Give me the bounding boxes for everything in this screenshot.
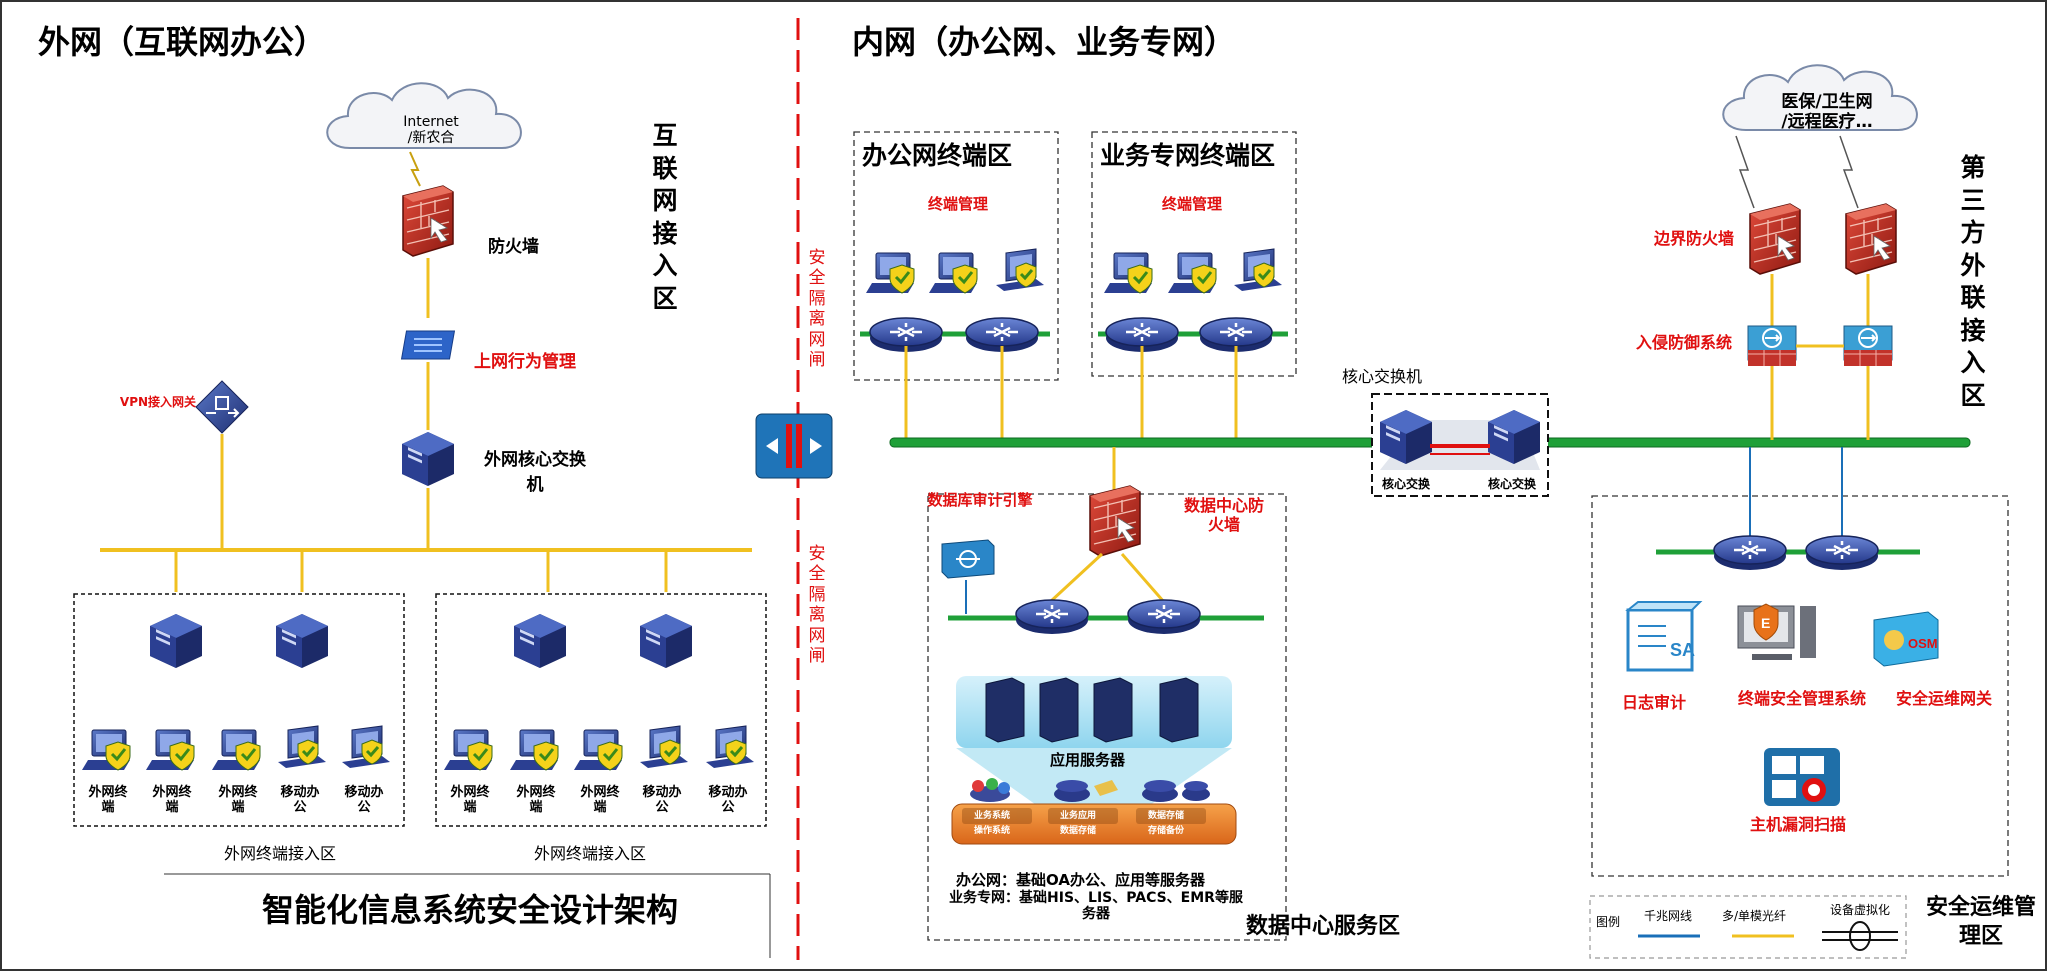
log-audit-label: 日志审计 <box>1622 693 1687 712</box>
terminal-label: 移动办公 <box>280 785 320 815</box>
svg-text:OSM: OSM <box>1908 636 1938 651</box>
terminal-label: 外网终端 <box>450 785 490 815</box>
terminal-label: 外网终端 <box>218 785 258 815</box>
ops-gateway-label: 安全运维网关 <box>1896 689 1993 708</box>
endpoint-security-label: 终端安全管理系统 <box>1738 689 1867 708</box>
core-switch-title: 核心交换机 <box>1342 367 1423 386</box>
terminal-label: 移动办公 <box>708 785 748 815</box>
zone-internet-access: 互联网接入区 <box>652 121 678 313</box>
ext-terminal-zone-label-a: 外网终端接入区 <box>224 844 337 863</box>
terminal-label: 移动办公 <box>344 785 384 815</box>
terminal-label: 外网终端 <box>152 785 192 815</box>
storage-label-1b: 操作系统 <box>974 826 1011 836</box>
office-terminal-zone-title: 办公网终端区 <box>862 141 1013 170</box>
ips-label: 入侵防御系统 <box>1636 333 1733 352</box>
terminal-mgmt-office-label: 终端管理 <box>928 195 989 213</box>
terminal-mgmt-business-label: 终端管理 <box>1162 195 1223 213</box>
datacenter-zone-title: 数据中心服务区 <box>1246 914 1401 939</box>
vuln-scan-label: 主机漏洞扫描 <box>1750 815 1847 834</box>
storage-label-2: 业务应用 <box>1060 811 1097 821</box>
storage-label-3b: 存储备份 <box>1148 826 1185 836</box>
terminal-label: 外网终端 <box>580 785 620 815</box>
medical-cloud-line-1: 医保/卫生网 <box>1781 92 1873 112</box>
behavior-mgmt-label: 上网行为管理 <box>474 352 576 372</box>
storage-label-3: 数据存储 <box>1148 811 1185 821</box>
zone-third-party: 第三方外联接入区 <box>1960 153 1986 410</box>
internal-net-title: 内网（办公网、业务专网） <box>852 23 1237 61</box>
ops-zone-title: 安全运维管理区 <box>1925 895 2036 949</box>
legend-title: 图例 <box>1596 915 1621 929</box>
core-switch-a-label: 核心交换 <box>1382 477 1431 491</box>
security-gap-label-bottom: 安全隔离网闸 <box>808 544 826 666</box>
medical-cloud-label: 医保/卫生网 /远程医疗… <box>1762 92 1892 133</box>
terminal-label: 外网终端 <box>516 785 556 815</box>
legend-virtualization: 设备虚拟化 <box>1830 903 1891 917</box>
main-title: 智能化信息系统安全设计架构 <box>262 891 679 929</box>
firewall-label: 防火墙 <box>488 237 539 257</box>
medical-cloud-line-2: /远程医疗… <box>1781 112 1873 133</box>
external-net-title: 外网（互联网办公） <box>38 23 327 61</box>
svg-text:E: E <box>1761 615 1770 631</box>
cloud-line-2: /新农合 <box>407 130 455 147</box>
security-gap-label-top: 安全隔离网闸 <box>808 248 826 370</box>
storage-label-2b: 数据存储 <box>1060 826 1097 836</box>
ext-core-switch-label: 外网核心交换机 <box>484 450 586 495</box>
vpn-gateway-label: VPN接入网关 <box>119 395 197 409</box>
cloud-line-1: Internet <box>403 114 459 130</box>
storage-label-1: 业务系统 <box>974 811 1011 821</box>
core-switch-b-label: 核心交换 <box>1488 477 1537 491</box>
business-terminal-zone-title: 业务专网终端区 <box>1100 141 1276 170</box>
legend-gigabit: 千兆网线 <box>1644 909 1693 923</box>
terminal-label: 外网终端 <box>88 785 128 815</box>
dc-note-1: 办公网：基础OA办公、应用等服务器 <box>956 871 1205 889</box>
dc-firewall-label: 数据中心防火墙 <box>1183 496 1264 535</box>
border-firewall-label: 边界防火墙 <box>1654 229 1735 248</box>
ext-terminal-zone-label-b: 外网终端接入区 <box>534 844 647 863</box>
internet-cloud-label: Internet /新农合 <box>376 114 486 146</box>
app-server-label: 应用服务器 <box>1050 751 1126 769</box>
legend-fiber: 多/单模光纤 <box>1722 909 1787 923</box>
dc-note-2: 业务专网：基础HIS、LIS、PACS、EMR等服务器 <box>949 890 1243 923</box>
terminal-label: 移动办公 <box>642 785 682 815</box>
db-audit-label: 数据库审计引擎 <box>927 491 1033 509</box>
svg-text:SA: SA <box>1670 640 1695 660</box>
